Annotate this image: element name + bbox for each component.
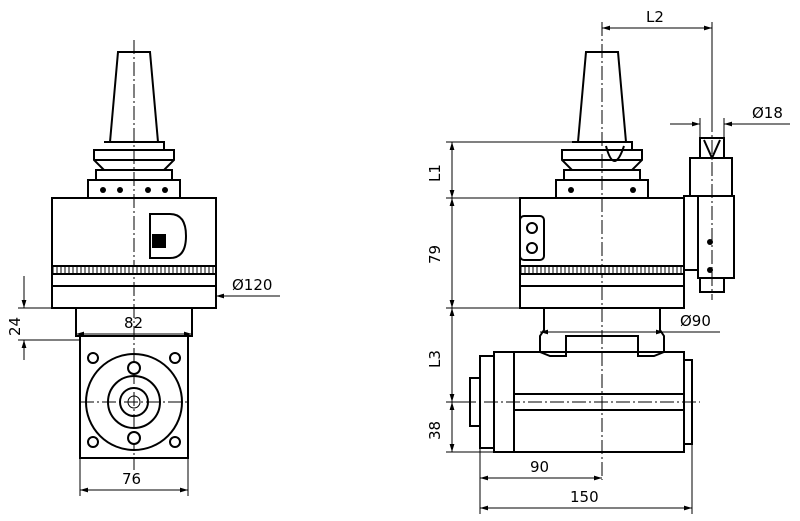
front-view: Ø120 82 24 76 — [6, 40, 280, 496]
screw-hole-right — [162, 187, 168, 193]
side-plate — [519, 215, 545, 261]
screw-hole — [145, 187, 151, 193]
dim-38: 38 — [426, 421, 444, 440]
dim-24: 24 — [6, 317, 24, 336]
center-screw — [127, 361, 141, 375]
plate-screw — [526, 222, 538, 234]
tool-collet — [689, 157, 733, 197]
corner-screw — [87, 436, 99, 448]
corner-screw — [87, 352, 99, 364]
side-screw-hole — [630, 187, 636, 193]
brand-logo — [149, 213, 188, 259]
dim-90: 90 — [530, 458, 549, 476]
dim-76: 76 — [122, 470, 141, 488]
dim-dia18: Ø18 — [752, 104, 783, 122]
dim-L1: L1 — [426, 164, 444, 182]
center-screw — [127, 431, 141, 445]
side-scale-ring — [519, 265, 685, 275]
side-view: L2 Ø18 L1 79 L3 38 Ø90 90 150 — [426, 8, 790, 514]
corner-screw — [169, 352, 181, 364]
tool-mount — [683, 195, 699, 271]
dim-dia120: Ø120 — [232, 276, 272, 294]
dim-L3: L3 — [426, 350, 444, 368]
dim-L2: L2 — [646, 8, 664, 26]
dim-82: 82 — [124, 314, 143, 332]
plate-screw — [526, 242, 538, 254]
dim-79: 79 — [426, 245, 444, 264]
corner-screw — [169, 436, 181, 448]
logo-bar — [152, 234, 166, 240]
side-flange-notch — [605, 145, 625, 162]
side-screw-hole — [568, 187, 574, 193]
dim-150: 150 — [570, 488, 599, 506]
scale-ring — [51, 265, 217, 275]
holder-flange — [93, 141, 175, 171]
logo-bar — [152, 240, 166, 248]
side-holder-flange — [561, 141, 643, 171]
side-neck — [539, 308, 665, 357]
side-body-lower — [519, 285, 685, 309]
tool-housing — [697, 195, 735, 279]
screw-hole-left — [100, 187, 106, 193]
dim-dia90: Ø90 — [680, 312, 711, 330]
screw-hole — [117, 187, 123, 193]
